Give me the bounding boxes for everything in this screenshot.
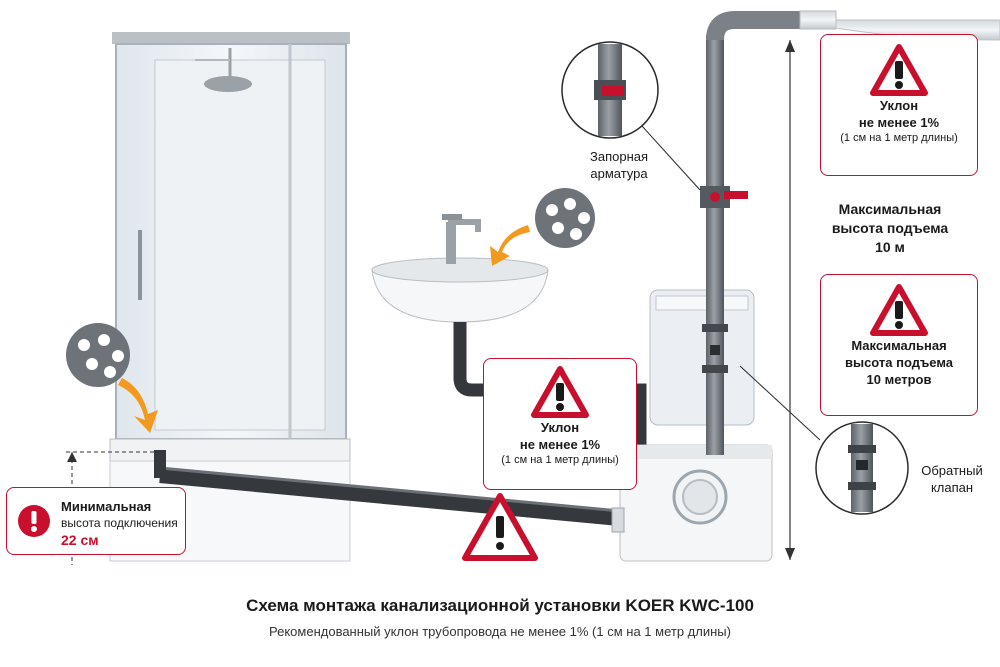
height-dimension-line (785, 40, 795, 560)
pump-unit (611, 289, 773, 562)
washbasin (371, 214, 549, 323)
slope-callout-top: Уклон не менее 1% (1 см на 1 метр длины) (820, 34, 978, 176)
drain-cover-icon (535, 188, 595, 248)
warning-icon (531, 366, 589, 418)
shower-cabin (109, 32, 351, 562)
warning-icon (870, 44, 928, 96)
warning-icon (870, 284, 928, 336)
shutoff-valve (700, 186, 748, 208)
callout-line: Минимальная (61, 499, 152, 514)
min-height-value: 22 см (61, 532, 99, 548)
max-height-callout: Максимальная высота подъема 10 метров (820, 274, 978, 416)
label-line: Обратный (921, 463, 983, 478)
valve-detail-circle (561, 41, 701, 191)
callout-line: не менее 1% (858, 115, 940, 130)
label-line: 10 м (875, 239, 905, 255)
slope-callout-middle: Уклон не менее 1% (1 см на 1 метр длины) (483, 358, 637, 490)
label-line: высота подъема (831, 220, 949, 236)
page-subtitle: Рекомендованный уклон трубопровода не ме… (269, 624, 731, 639)
callout-line: высота подъема (844, 355, 954, 370)
callout-line: Максимальная (851, 338, 947, 353)
callout-line: 10 метров (866, 372, 932, 387)
max-height-label: Максимальная высота подъема 10 м (800, 200, 980, 257)
arrow-icon (490, 225, 530, 266)
drain-pipe (154, 450, 621, 526)
min-height-callout: Минимальная высота подключения 22 см (6, 487, 186, 555)
label-line: арматура (590, 166, 648, 181)
check-valve-detail-circle (739, 365, 909, 515)
callout-line: не менее 1% (519, 437, 601, 452)
arrow-icon (118, 378, 158, 433)
callout-line: высота подключения (61, 516, 178, 530)
label-line: Запорная (589, 149, 649, 164)
drain-cover-icon (66, 323, 130, 387)
page-title: Схема монтажа канализационной установки … (246, 596, 754, 615)
callout-line: Уклон (540, 420, 580, 435)
alert-circle-icon (18, 505, 50, 537)
callout-note: (1 см на 1 метр длины) (501, 454, 619, 466)
label-line: клапан (930, 480, 974, 495)
check-valve-label: Обратный клапан (908, 462, 996, 496)
label-line: Максимальная (838, 201, 942, 217)
valve-label: Запорная арматура (574, 148, 664, 182)
warning-icon (462, 493, 538, 561)
callout-line: Уклон (879, 98, 919, 113)
callout-note: (1 см на 1 метр длины) (840, 132, 958, 144)
